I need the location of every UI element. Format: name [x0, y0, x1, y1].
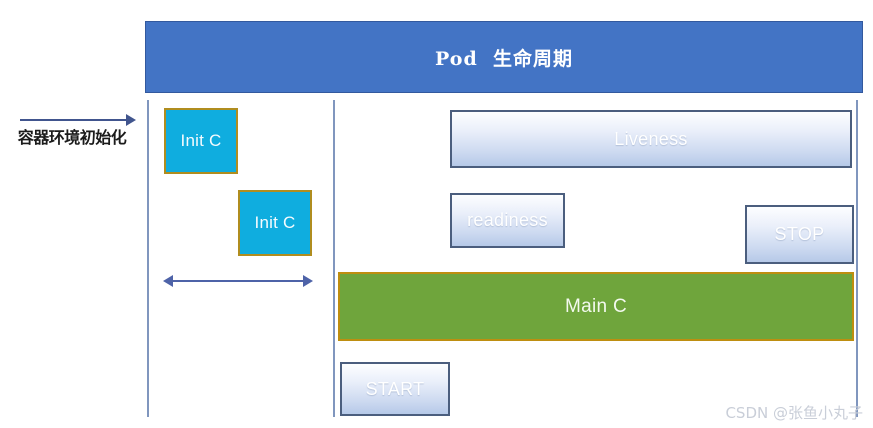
page-title: Pod 生命周期 — [435, 47, 573, 70]
liveness-probe-label: Liveness — [614, 128, 688, 149]
init-container-box-1: Init C — [164, 108, 238, 174]
phase-divider-right — [856, 100, 858, 417]
stop-hook-box: STOP — [745, 205, 854, 264]
phase-divider-middle — [333, 100, 335, 417]
readiness-probe-label: readiness — [467, 210, 548, 230]
start-hook-label: START — [365, 378, 425, 399]
right-arrow-icon — [20, 119, 128, 121]
phase-divider-left — [147, 100, 149, 417]
stop-hook-label: STOP — [774, 224, 825, 244]
main-container-label: Main C — [565, 295, 627, 317]
container-init-label: 容器环境初始化 — [17, 128, 127, 147]
span-arrow-line — [171, 280, 305, 282]
liveness-probe-box: Liveness — [450, 110, 852, 168]
main-container-box: Main C — [338, 272, 854, 341]
init-container-box-2: Init C — [238, 190, 312, 256]
right-arrowhead-icon — [303, 275, 313, 287]
watermark: CSDN @张鱼小丸子 — [725, 404, 863, 422]
left-arrowhead-icon — [163, 275, 173, 287]
pod-lifecycle-header: Pod 生命周期 — [145, 21, 863, 93]
init-container-label-2: Init C — [254, 213, 296, 232]
right-arrowhead-icon — [126, 114, 136, 126]
init-phase-span-arrow — [163, 274, 313, 288]
init-container-label-1: Init C — [180, 131, 222, 150]
readiness-probe-box: readiness — [450, 193, 565, 248]
start-hook-box: START — [340, 362, 450, 416]
